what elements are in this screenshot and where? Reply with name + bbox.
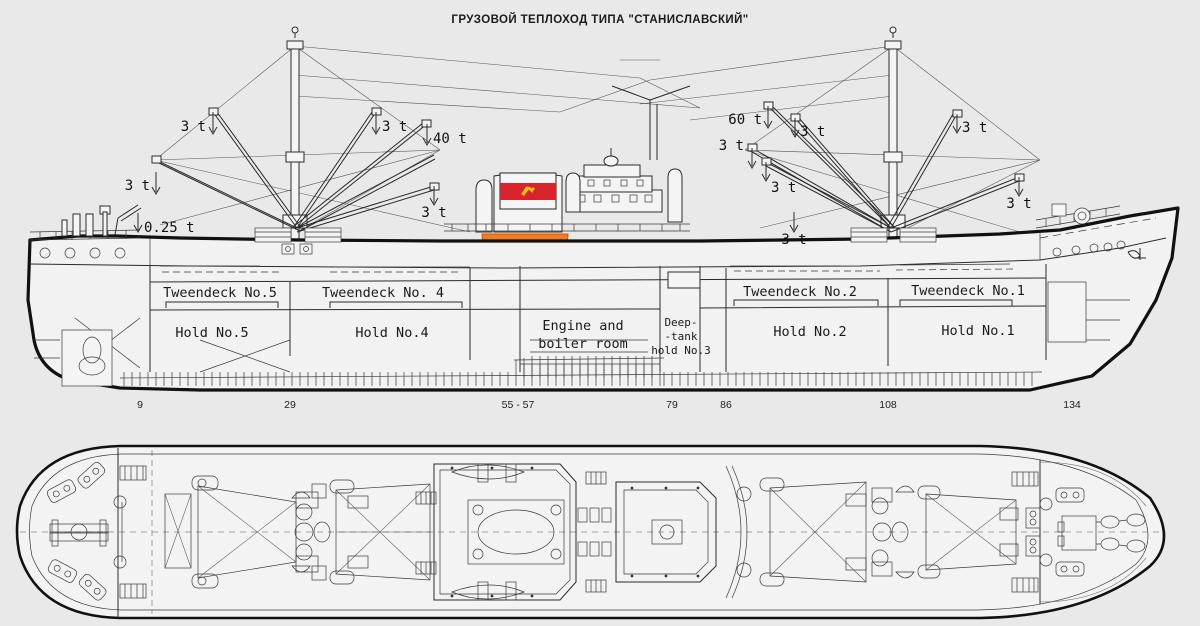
load-label: 3 t bbox=[125, 178, 150, 194]
frame-number: 55 - 57 bbox=[502, 399, 535, 411]
frame-number: 86 bbox=[720, 399, 732, 411]
mast-aft-group bbox=[151, 26, 440, 243]
deep-tank-label-line2: -tank bbox=[664, 330, 697, 343]
load-label: 3 t bbox=[421, 205, 446, 221]
plan-hatch-1 bbox=[917, 485, 1019, 579]
load-label: 3 t bbox=[800, 124, 825, 140]
tweendeck-label: Tweendeck No.5 bbox=[163, 285, 277, 301]
engine-room-label-line1: Engine and bbox=[542, 318, 623, 334]
crane-load-callouts: 3 t 3 t 40 t 3 t 3 t 0.25 t 60 t 3 t 3 t… bbox=[125, 106, 1032, 248]
deep-tank-label-line1: Deep- bbox=[664, 316, 697, 329]
hold-label: Hold No.5 bbox=[175, 325, 248, 341]
hold-label: Hold No.1 bbox=[941, 323, 1014, 339]
frame-number: 29 bbox=[284, 399, 296, 411]
load-label: 0.25 t bbox=[144, 220, 195, 236]
double-bottom-hatching bbox=[119, 356, 1043, 386]
frame-number: 9 bbox=[137, 399, 143, 411]
plan-forecastle bbox=[1011, 460, 1147, 604]
frame-number-scale: 9 29 55 - 57 79 86 108 134 bbox=[137, 399, 1081, 411]
engine-room-label-line2: boiler room bbox=[538, 336, 627, 352]
deck-fittings bbox=[29, 203, 1157, 268]
tweendeck-label: Tweendeck No.2 bbox=[743, 284, 857, 300]
soviet-flag bbox=[499, 172, 557, 210]
load-label: 3 t bbox=[962, 120, 987, 136]
frame-number: 134 bbox=[1063, 399, 1081, 411]
tweendeck-label: Tweendeck No. 4 bbox=[322, 285, 444, 301]
plan-hatch-2 bbox=[759, 477, 915, 587]
load-label: 60 t bbox=[728, 112, 762, 128]
deep-tank-label-line3: hold No.3 bbox=[651, 344, 711, 357]
tweendeck-label: Tweendeck No.1 bbox=[911, 283, 1025, 299]
load-label: 40 t bbox=[433, 131, 467, 147]
plan-superstructure bbox=[415, 463, 752, 601]
deck-plan-view bbox=[15, 444, 1166, 620]
anchor-icon bbox=[1127, 248, 1146, 260]
load-label: 3 t bbox=[382, 119, 407, 135]
frame-number: 79 bbox=[666, 399, 678, 411]
plan-aft-deck bbox=[46, 448, 153, 618]
load-label: 3 t bbox=[181, 119, 206, 135]
internal-structure bbox=[34, 264, 1130, 387]
load-label: 3 t bbox=[781, 232, 806, 248]
hold-label: Hold No.2 bbox=[773, 324, 846, 340]
plan-hatch-4 bbox=[329, 479, 431, 585]
superstructure bbox=[444, 85, 691, 263]
rigging-lines bbox=[154, 45, 1041, 233]
hold-label: Hold No.4 bbox=[355, 325, 428, 341]
load-label: 3 t bbox=[771, 180, 796, 196]
load-label: 3 t bbox=[1006, 196, 1031, 212]
compartment-labels: Tweendeck No.5 Tweendeck No. 4 Tweendeck… bbox=[163, 283, 1025, 357]
frame-number: 108 bbox=[879, 399, 897, 411]
page-title: ГРУЗОВОЙ ТЕПЛОХОД ТИПА "СТАНИСЛАВСКИЙ" bbox=[451, 14, 749, 26]
side-elevation-view: Tweendeck No.5 Tweendeck No. 4 Tweendeck… bbox=[26, 26, 1180, 411]
plan-hull-outline bbox=[15, 444, 1166, 620]
plan-hatch-5 bbox=[164, 475, 331, 589]
load-label: 3 t bbox=[719, 138, 744, 154]
